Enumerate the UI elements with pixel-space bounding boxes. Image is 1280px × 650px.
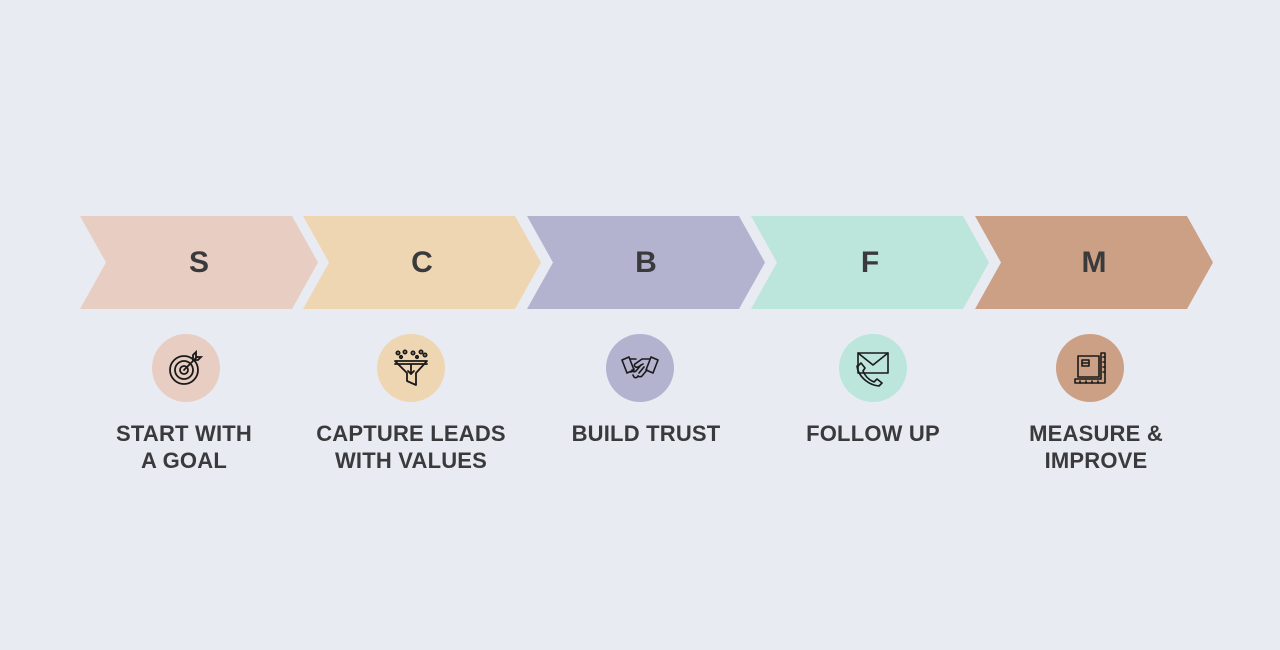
step-label-line: IMPROVE: [1044, 448, 1148, 473]
step-label: CAPTURE LEADS WITH VALUES: [301, 420, 521, 474]
target-icon: [169, 349, 204, 385]
chevron-shape: [975, 216, 1213, 309]
step-label-line: START WITH: [115, 421, 252, 446]
step-label: FOLLOW UP: [763, 420, 983, 447]
funnel-icon: [394, 349, 428, 386]
step-label-line: FOLLOW UP: [806, 421, 940, 446]
step-label-line: A GOAL: [141, 448, 227, 473]
step-label-line: BUILD TRUST: [571, 421, 721, 446]
step-icon-circle: [839, 334, 907, 402]
chevron-shape: [80, 216, 318, 309]
step-icon-circle: [377, 334, 445, 402]
envelope-phone-icon: [856, 352, 889, 387]
step-label: BUILD TRUST: [536, 420, 756, 447]
step-letter: S: [188, 246, 209, 279]
step-label: START WITH A GOAL: [74, 420, 294, 474]
handshake-icon: [621, 356, 659, 379]
step-chevron-b: B: [527, 216, 765, 309]
box-ruler-icon: [1074, 352, 1106, 384]
step-label-line: MEASURE &: [1029, 421, 1163, 446]
step-chevron-c: C: [303, 216, 541, 309]
step-label-line: CAPTURE LEADS: [316, 421, 506, 446]
step-letter: C: [411, 246, 433, 279]
chevron-shape: [303, 216, 541, 309]
step-label-line: WITH VALUES: [334, 448, 488, 473]
step-letter: M: [1081, 246, 1107, 279]
step-icon-circle: [606, 334, 674, 402]
step-chevron-f: F: [751, 216, 989, 309]
step-letter: F: [860, 246, 880, 279]
step-label: MEASURE & IMPROVE: [986, 420, 1206, 474]
step-letter: B: [635, 246, 657, 279]
chevron-shape: [527, 216, 765, 309]
step-icon-circle: [1056, 334, 1124, 402]
step-icon-circle: [152, 334, 220, 402]
step-chevron-m: M: [975, 216, 1213, 309]
step-chevron-s: S: [80, 216, 318, 309]
chevron-shape: [751, 216, 989, 309]
